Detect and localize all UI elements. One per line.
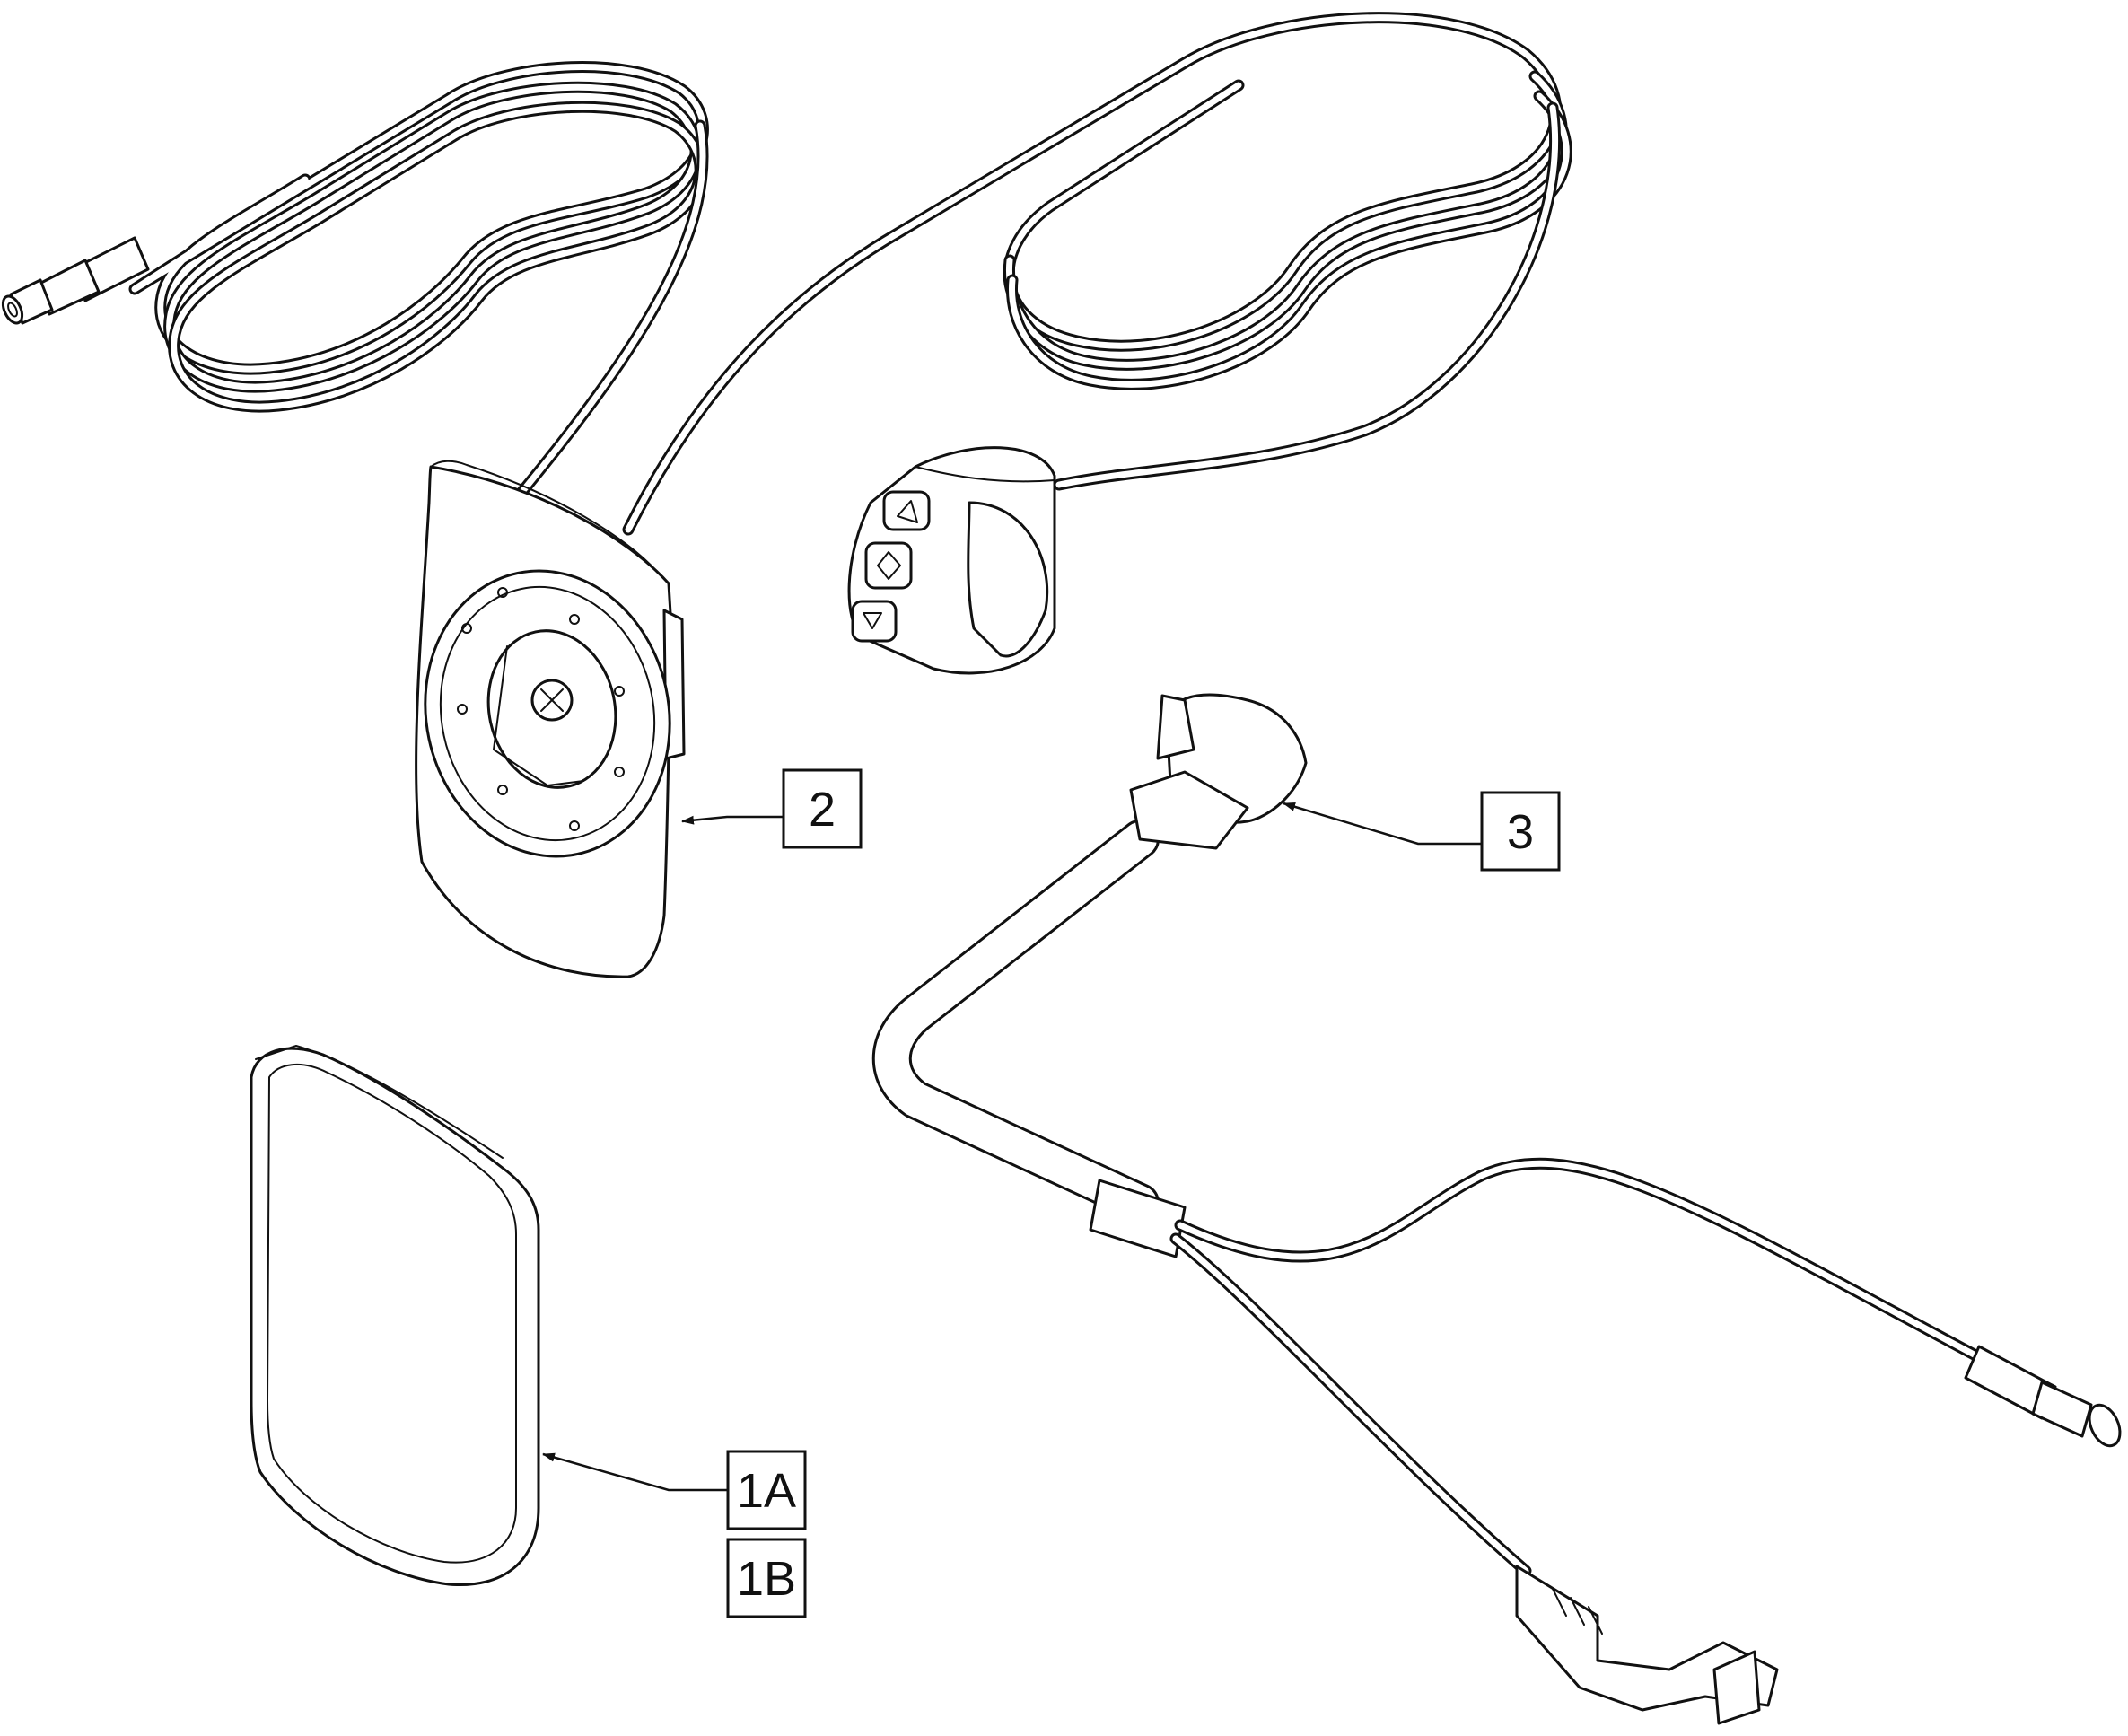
mount-screw-holes [457, 587, 625, 831]
callout-3-label: 3 [1507, 805, 1534, 859]
button-switch [847, 446, 1056, 675]
callout-2: 2 [681, 768, 863, 849]
up-button [882, 490, 931, 531]
harness-cable [871, 693, 1999, 1577]
left-cable-connector [1, 236, 150, 325]
right-coiled-cable [622, 12, 1572, 536]
callout-1b-label: 1B [737, 1552, 796, 1606]
down-button [851, 600, 898, 643]
callout-3: 3 [1283, 791, 1561, 872]
callout-1a-label: 1A [737, 1464, 796, 1518]
left-coiled-cable [128, 61, 709, 500]
center-button [864, 541, 913, 590]
callout-1a: 1A [542, 1450, 807, 1530]
mount-plate [415, 460, 686, 978]
harness-small-connector [1964, 1345, 2122, 1448]
pad [250, 1045, 540, 1587]
harness-flat-connector [1515, 1565, 1779, 1725]
callout-1b: 1B [726, 1538, 807, 1618]
callout-2-label: 2 [809, 783, 836, 837]
